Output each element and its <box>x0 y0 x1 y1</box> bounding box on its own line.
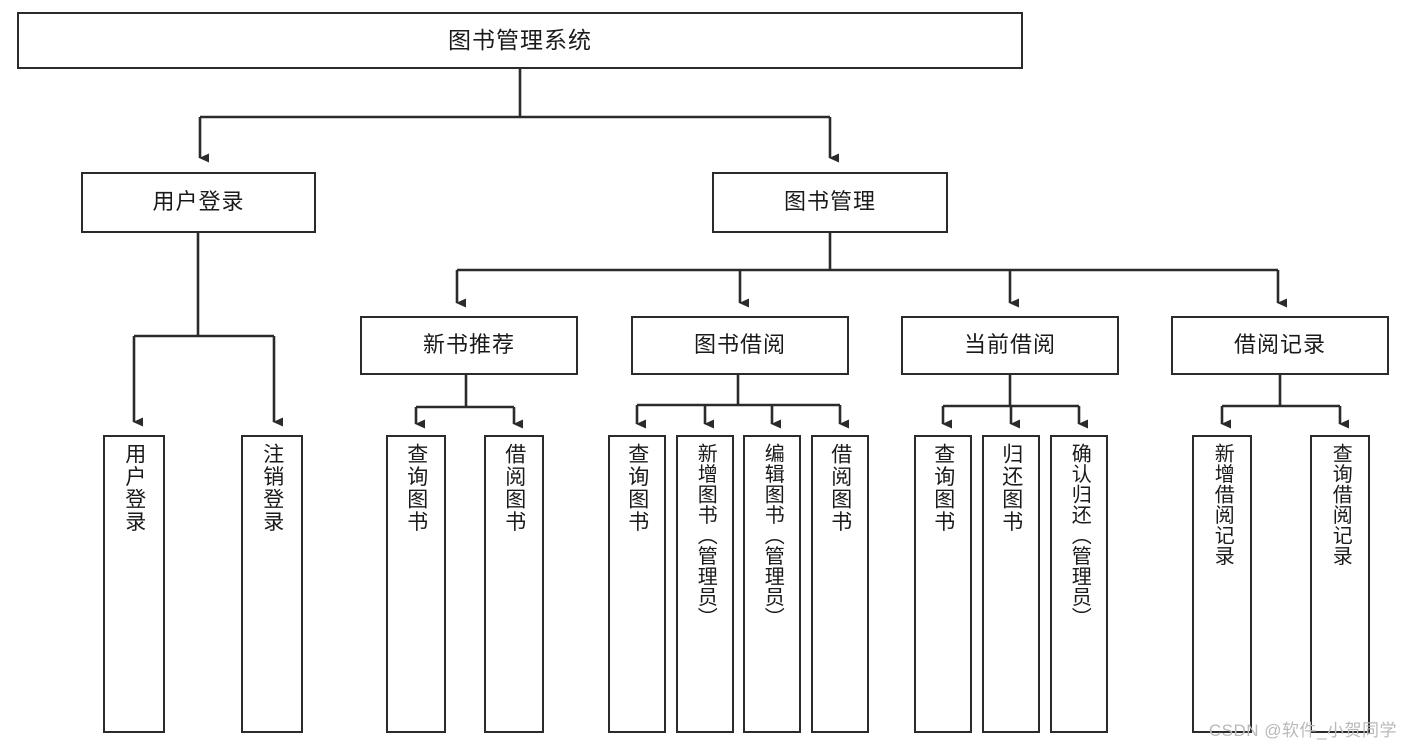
watermark: CSDN @软件_小贺同学 <box>1208 721 1397 740</box>
node-borrow-record[interactable]: 借阅记录 <box>1171 316 1389 375</box>
leaf-label: 用户登录 <box>122 443 146 533</box>
leaf-label: 查询图书 <box>404 443 428 533</box>
leaf-current-query-book[interactable]: 查询图书 <box>914 435 972 733</box>
leaf-new-book-query[interactable]: 查询图书 <box>386 435 446 733</box>
leaf-label: 确认归还（管理员） <box>1068 443 1091 628</box>
node-book-borrow-label: 图书借阅 <box>693 332 786 358</box>
leaf-label: 新增借阅记录 <box>1211 443 1234 566</box>
leaf-user-login-logout[interactable]: 注销登录 <box>241 435 303 733</box>
node-new-book-recommend-label: 新书推荐 <box>422 332 515 358</box>
leaf-label: 注销登录 <box>260 443 284 533</box>
leaf-borrow-borrow-book[interactable]: 借阅图书 <box>811 435 869 733</box>
leaf-label: 查询图书 <box>931 443 955 533</box>
leaf-new-book-borrow[interactable]: 借阅图书 <box>484 435 544 733</box>
node-current-borrow[interactable]: 当前借阅 <box>901 316 1119 375</box>
node-root[interactable]: 图书管理系统 <box>17 12 1023 69</box>
node-user-login[interactable]: 用户登录 <box>81 172 316 233</box>
leaf-label: 归还图书 <box>999 443 1023 533</box>
leaf-borrow-query-book[interactable]: 查询图书 <box>608 435 666 733</box>
leaf-record-add[interactable]: 新增借阅记录 <box>1192 435 1252 733</box>
node-book-management-label: 图书管理 <box>783 189 876 215</box>
node-borrow-record-label: 借阅记录 <box>1233 332 1326 358</box>
leaf-current-confirm-return-admin[interactable]: 确认归还（管理员） <box>1050 435 1108 733</box>
leaf-label: 查询图书 <box>625 443 649 533</box>
leaf-user-login-login[interactable]: 用户登录 <box>103 435 165 733</box>
leaf-borrow-add-book-admin[interactable]: 新增图书（管理员） <box>676 435 734 733</box>
leaf-label: 查询借阅记录 <box>1329 443 1352 566</box>
leaf-label: 借阅图书 <box>828 443 852 533</box>
node-root-label: 图书管理系统 <box>448 26 592 53</box>
leaf-borrow-edit-book-admin[interactable]: 编辑图书（管理员） <box>743 435 801 733</box>
leaf-label: 借阅图书 <box>502 443 526 533</box>
node-book-management[interactable]: 图书管理 <box>712 172 948 233</box>
node-user-login-label: 用户登录 <box>152 189 245 215</box>
node-current-borrow-label: 当前借阅 <box>963 332 1056 358</box>
node-new-book-recommend[interactable]: 新书推荐 <box>360 316 578 375</box>
leaf-current-return-book[interactable]: 归还图书 <box>982 435 1040 733</box>
leaf-label: 编辑图书（管理员） <box>761 443 784 628</box>
leaf-label: 新增图书（管理员） <box>694 443 717 628</box>
node-book-borrow[interactable]: 图书借阅 <box>631 316 849 375</box>
leaf-record-query[interactable]: 查询借阅记录 <box>1310 435 1370 733</box>
